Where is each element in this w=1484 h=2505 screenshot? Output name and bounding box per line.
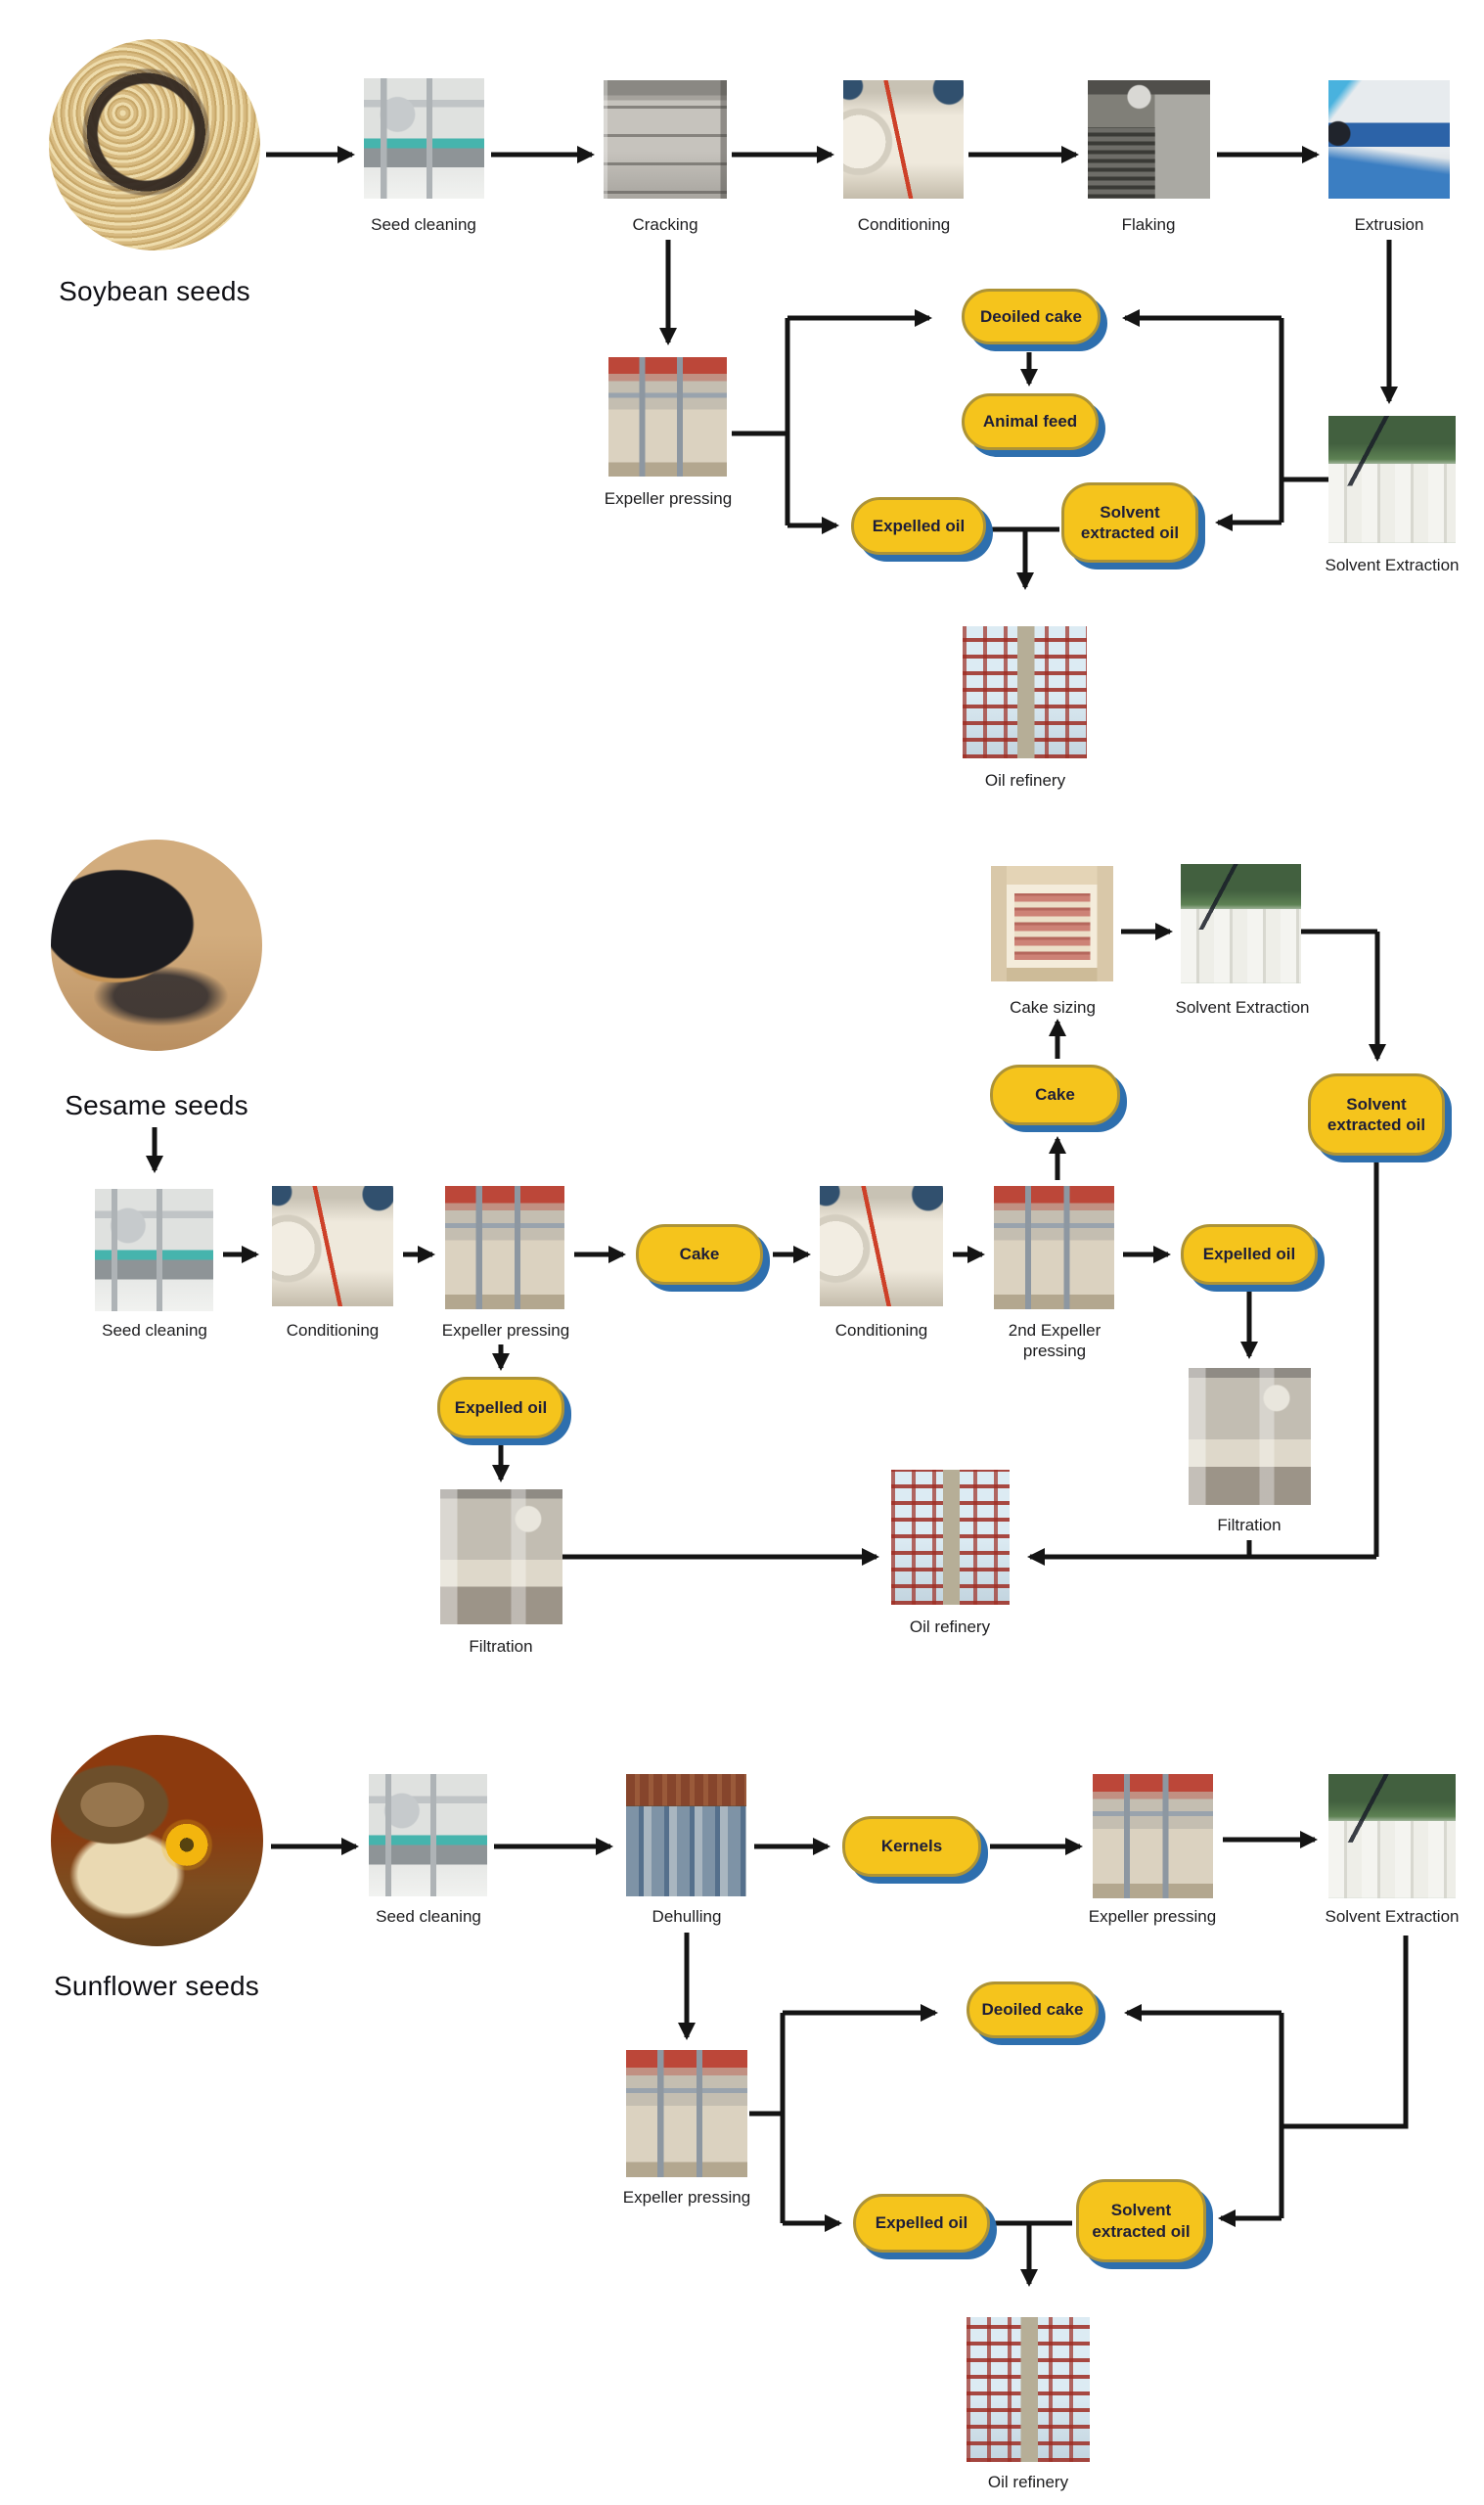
soybean-conditioning-label: Conditioning (857, 215, 951, 234)
sesame-filtration-1-label: Filtration (469, 1637, 533, 1656)
flow-line (1279, 1936, 1409, 2218)
sunflower-expelled-oil-pill: Expelled oil (853, 2194, 990, 2253)
section-title-soybean: Soybean seeds (59, 276, 250, 306)
soybean-expeller-pressing-photo (608, 357, 727, 477)
soybean-expeller-pressing-label: Expeller pressing (604, 489, 733, 508)
soybean-seed-cleaning-photo (364, 78, 484, 199)
sunflower-kernels-pill: Kernels (842, 1816, 981, 1877)
soybean-expelled-oil-pill: Expelled oil (851, 497, 986, 555)
sesame-solvent-extraction-label: Solvent Extraction (1175, 998, 1310, 1017)
sesame-cake-pill: Cake (636, 1224, 763, 1285)
sesame-filtration-1-photo (440, 1489, 562, 1624)
soybean-cracking-label: Cracking (632, 215, 698, 234)
flow-line (1279, 318, 1328, 523)
sesame-expelled-oil-left-pill: Expelled oil (437, 1377, 564, 1438)
sesame-solvent-extracted-oil-pill: Solvent extracted oil (1308, 1073, 1445, 1156)
soybean-oil-refinery-label: Oil refinery (984, 771, 1066, 790)
sesame-cake-sizing-photo (991, 866, 1113, 981)
sunflower-expeller-pressing-lower-photo (626, 2050, 747, 2177)
soybean-seed-cleaning-label: Seed cleaning (371, 215, 476, 234)
sesame-oil-refinery-label: Oil refinery (909, 1617, 991, 1636)
sesame-conditioning-1-photo (272, 1186, 393, 1306)
sesame-2nd-expeller-pressing-label: 2nd Expeller pressing (1008, 1321, 1102, 1361)
soybean-deoiled-cake-pill: Deoiled cake (962, 289, 1101, 344)
sesame-oil-refinery-photo (891, 1470, 1010, 1605)
sunflower-solvent-extracted-oil-pill: Solvent extracted oil (1076, 2179, 1206, 2262)
sunflower-seed-cleaning-label: Seed cleaning (376, 1907, 481, 1926)
sesame-expelled-oil-right-pill: Expelled oil (1181, 1224, 1318, 1285)
sesame-conditioning-2-label: Conditioning (834, 1321, 928, 1340)
section-title-sesame: Sesame seeds (65, 1090, 248, 1120)
sesame-cake-top-pill: Cake (990, 1065, 1120, 1125)
soybean-seeds-image (49, 39, 260, 250)
sunflower-expeller-pressing-row-label: Expeller pressing (1088, 1907, 1217, 1926)
soybean-solvent-extraction-label: Solvent Extraction (1325, 556, 1460, 574)
sesame-cake-sizing-label: Cake sizing (1010, 998, 1096, 1017)
sesame-seeds-image (51, 840, 262, 1051)
soybean-extrusion-photo (1328, 80, 1450, 199)
soybean-conditioning-photo (843, 80, 964, 199)
soybean-flaking-label: Flaking (1121, 215, 1176, 234)
soybean-flaking-photo (1088, 80, 1210, 199)
soybean-solvent-extracted-oil-pill: Solvent extracted oil (1061, 482, 1198, 563)
section-title-sunflower: Sunflower seeds (53, 1971, 260, 2001)
sunflower-solvent-extraction-photo (1328, 1774, 1456, 1898)
sesame-seed-cleaning-label: Seed cleaning (102, 1321, 207, 1340)
sesame-filtration-2-label: Filtration (1217, 1516, 1282, 1534)
sesame-seed-cleaning-photo (95, 1189, 213, 1311)
sunflower-dehulling-label: Dehulling (652, 1907, 722, 1926)
soybean-oil-refinery-photo (963, 626, 1087, 758)
sesame-conditioning-2-photo (820, 1186, 943, 1306)
sunflower-expeller-pressing-row-photo (1093, 1774, 1213, 1898)
soybean-extrusion-label: Extrusion (1354, 215, 1424, 234)
sesame-2nd-expeller-pressing-photo (994, 1186, 1114, 1309)
sesame-solvent-extraction-photo (1181, 864, 1301, 983)
sunflower-seed-cleaning-photo (369, 1774, 487, 1896)
sesame-filtration-2-photo (1189, 1368, 1311, 1505)
sesame-expeller-pressing-photo (445, 1186, 564, 1309)
soybean-animal-feed-pill: Animal feed (962, 393, 1099, 450)
sunflower-deoiled-cake-pill: Deoiled cake (967, 1981, 1099, 2038)
sesame-expeller-pressing-label: Expeller pressing (441, 1321, 570, 1340)
sunflower-seeds-image (51, 1735, 263, 1946)
soybean-solvent-extraction-photo (1328, 416, 1456, 543)
sunflower-dehulling-photo (626, 1774, 746, 1896)
sunflower-expeller-pressing-lower-label: Expeller pressing (622, 2188, 751, 2207)
sunflower-solvent-extraction-label: Solvent Extraction (1325, 1907, 1460, 1926)
sunflower-oil-refinery-label: Oil refinery (987, 2473, 1069, 2491)
soybean-cracking-photo (604, 80, 727, 199)
sesame-conditioning-1-label: Conditioning (286, 1321, 380, 1340)
sunflower-oil-refinery-photo (967, 2317, 1090, 2462)
